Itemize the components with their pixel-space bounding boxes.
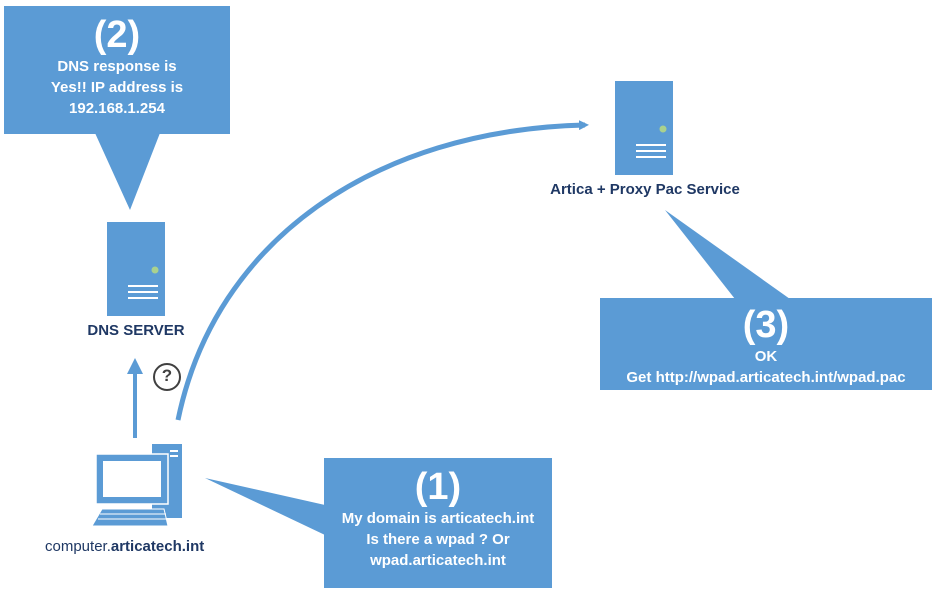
callout-1-line3: wpad.articatech.int (370, 552, 506, 569)
callout-2-number: (2) (93, 14, 141, 56)
proxy-service-label: Artica + Proxy Pac Service (550, 181, 740, 198)
up-arrow (127, 358, 143, 438)
callout-3-line2: Get http://wpad.articatech.int/wpad.pac (626, 369, 906, 386)
question-mark-icon (153, 363, 181, 391)
dns-server-label: DNS SERVER (87, 322, 185, 339)
computer-label-prefix: computer. (45, 538, 111, 555)
question-mark-text: ? (161, 366, 173, 385)
callout-1: (1) My domain is articatech.int Is there… (324, 466, 552, 571)
callout-2-line1: DNS response is (57, 58, 177, 75)
dns-server-icon (107, 222, 165, 316)
callout-1-number: (1) (414, 466, 462, 508)
callout-2-line3: 192.168.1.254 (69, 100, 165, 117)
callout-3-shape (600, 210, 932, 390)
computer-icon (91, 444, 182, 527)
callout-3: (3) OK Get http://wpad.articatech.int/wp… (600, 304, 932, 388)
callout-2-shape (4, 6, 230, 210)
callout-3-number: (3) (742, 304, 790, 346)
computer-label: computer.articatech.int (45, 538, 204, 555)
callout-1-line1: My domain is articatech.int (341, 510, 535, 527)
callout-1-shape (205, 458, 552, 588)
computer-label-domain: articatech.int (110, 538, 205, 555)
callout-2-line2: Yes!! IP address is (50, 79, 184, 96)
proxy-server-icon (615, 81, 673, 175)
callout-1-line2: Is there a wpad ? Or (366, 531, 510, 548)
callout-2: (2) DNS response is Yes!! IP address is … (4, 14, 230, 119)
callout-3-line1: OK (754, 348, 778, 365)
curved-arrow (175, 120, 589, 421)
